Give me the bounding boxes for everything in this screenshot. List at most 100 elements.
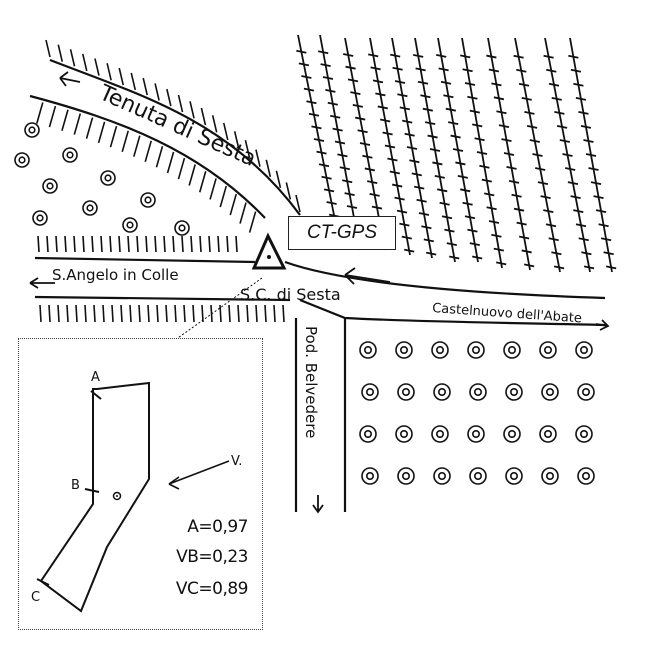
tree-icon — [575, 425, 593, 443]
tree-icon — [509, 471, 518, 480]
inset-sketch: A B C V. — [31, 370, 242, 613]
sketch-stroke — [496, 110, 507, 115]
sketch-stroke — [585, 153, 597, 157]
tree-icon — [541, 467, 559, 485]
sketch-stroke — [464, 215, 476, 220]
sketch-stroke — [48, 105, 57, 128]
sketch-stroke — [568, 54, 579, 59]
sketch-stroke — [84, 304, 87, 323]
tree-icon — [503, 425, 521, 443]
sketch-stroke — [188, 164, 196, 186]
sketch-stroke — [120, 304, 123, 323]
tree-icon — [471, 345, 480, 354]
tree-icon — [581, 387, 590, 396]
tree-icon — [431, 341, 449, 359]
sketch-stroke — [491, 233, 502, 238]
sketch-stroke — [593, 195, 604, 200]
sketch-stroke — [464, 82, 476, 86]
sketch-stroke — [411, 172, 422, 177]
tree-icon — [359, 341, 377, 359]
sketch-stroke — [441, 215, 453, 220]
sketch-stroke — [217, 235, 220, 253]
sketch-stroke — [581, 251, 592, 256]
sketch-stroke — [229, 193, 238, 216]
sketch-stroke — [414, 185, 425, 190]
station-label: CT-GPS — [306, 222, 378, 243]
sketch-stroke — [476, 151, 488, 155]
sketch-stroke — [481, 178, 492, 183]
tree-icon — [505, 383, 523, 401]
sketch-stroke — [346, 205, 358, 209]
road-tenuta-di-sesta — [29, 58, 301, 219]
sketch-stroke — [580, 125, 592, 129]
sketch-stroke — [57, 304, 60, 323]
sketch-stroke — [418, 212, 430, 216]
sketch-stroke — [306, 100, 317, 105]
sketch-stroke — [422, 107, 433, 112]
sketch-stroke — [165, 304, 168, 323]
tree-icon — [62, 147, 78, 163]
grove-left — [14, 122, 190, 236]
sketch-stroke — [118, 235, 121, 253]
sketch-stroke — [516, 221, 527, 226]
sketch-stroke — [219, 304, 222, 323]
sketch-stroke — [370, 66, 381, 71]
sketch-stroke — [498, 124, 510, 129]
sketch-stroke — [362, 154, 373, 159]
sketch-stroke — [357, 129, 368, 134]
sketch-stroke — [334, 140, 346, 145]
sketch-stroke — [392, 183, 403, 188]
tree-icon — [140, 192, 156, 208]
sketch-stroke — [172, 235, 175, 253]
verge-ticks-tenuta-lower — [36, 102, 257, 233]
sketch-stroke — [578, 110, 589, 115]
sketch-stroke — [518, 235, 530, 240]
sketch-stroke — [298, 62, 310, 67]
sketch-stroke — [432, 161, 443, 166]
sketch-stroke — [387, 157, 398, 162]
sketch-stroke — [394, 196, 405, 201]
sketch-stroke — [488, 220, 500, 224]
sketch-stroke — [255, 304, 258, 323]
sketch-stroke — [295, 194, 301, 213]
tree-icon — [435, 345, 444, 354]
vineyard-rows — [296, 34, 617, 273]
sketch-stroke — [503, 152, 515, 156]
tree-icon — [126, 221, 134, 229]
sketch-stroke — [455, 161, 466, 166]
sketch-stroke — [318, 163, 330, 168]
tree-icon — [473, 387, 482, 396]
label-s-angelo: S.Angelo in Colle — [52, 266, 179, 284]
sketch-stroke — [118, 67, 125, 86]
tree-icon — [431, 425, 449, 443]
sketch-stroke — [66, 304, 69, 323]
tree-icon — [467, 425, 485, 443]
tree-icon — [545, 471, 554, 480]
sketch-stroke — [486, 54, 497, 59]
sketch-stroke — [129, 304, 132, 323]
sketch-stroke — [308, 112, 320, 117]
sketch-stroke — [343, 53, 354, 57]
sketch-stroke — [518, 82, 530, 87]
sketch-stroke — [246, 304, 249, 323]
sketch-stroke — [448, 121, 459, 126]
sketch-stroke — [347, 78, 359, 83]
sketch-stroke — [91, 235, 94, 253]
sketch-stroke — [301, 75, 312, 79]
tree-icon — [122, 217, 138, 233]
sketch-stroke — [427, 134, 438, 139]
sketch-stroke — [570, 195, 581, 200]
sketch-stroke — [469, 109, 480, 114]
sketch-stroke — [521, 249, 532, 254]
sketch-stroke — [449, 255, 460, 260]
sketch-stroke — [600, 237, 612, 242]
sketch-stroke — [425, 121, 436, 126]
tree-icon — [579, 345, 588, 354]
tree-icon — [579, 429, 588, 438]
sketch-stroke — [389, 170, 400, 175]
sketch-stroke — [521, 96, 532, 101]
sketch-stroke — [85, 117, 94, 139]
sketch-stroke — [438, 67, 449, 72]
sketch-stroke — [469, 242, 480, 246]
sketch-stroke — [551, 96, 562, 101]
